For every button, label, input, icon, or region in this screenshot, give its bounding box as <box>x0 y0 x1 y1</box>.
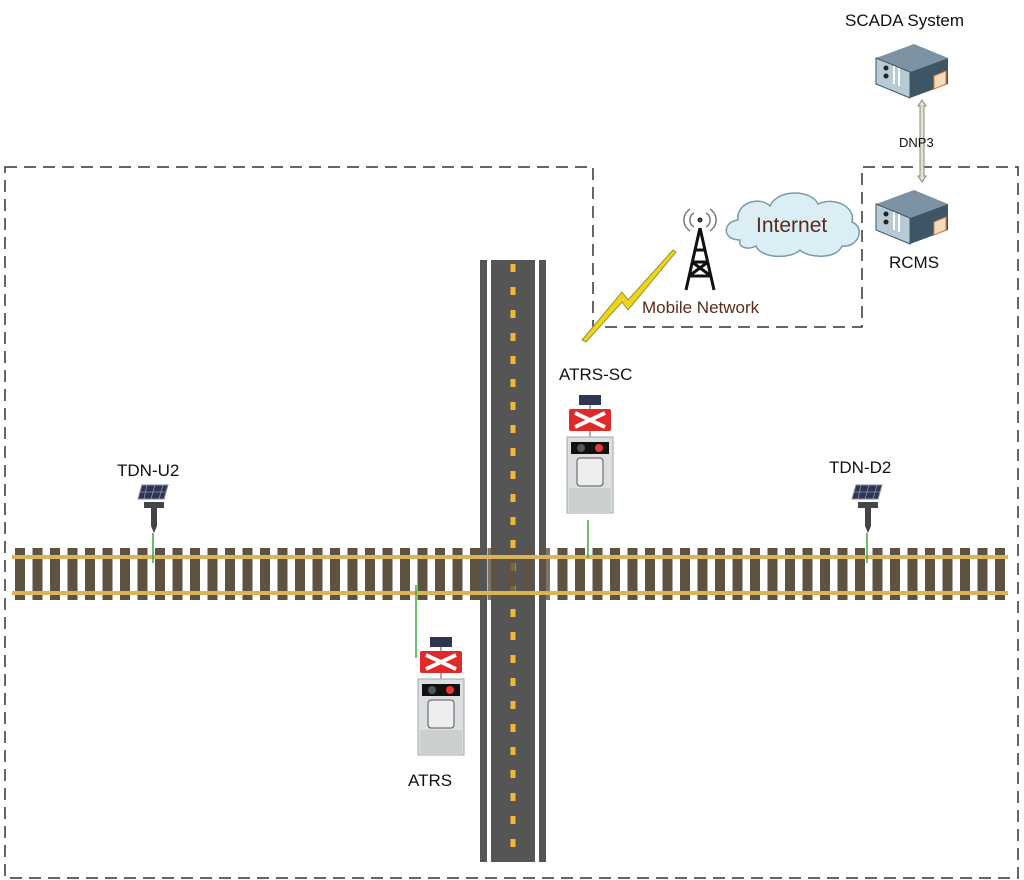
sleeper <box>312 548 323 600</box>
sleeper <box>277 548 288 600</box>
sleeper <box>15 548 25 600</box>
sleeper <box>120 548 130 600</box>
scada-server-icon <box>875 43 949 99</box>
sleeper <box>102 548 113 600</box>
sleeper <box>627 548 638 600</box>
sleeper <box>190 548 200 600</box>
sleeper <box>260 548 270 600</box>
internet-label: Internet <box>756 214 828 237</box>
sleeper <box>67 548 78 600</box>
sleeper <box>925 548 935 600</box>
sleeper <box>505 548 515 600</box>
sleeper <box>242 548 253 600</box>
sleeper <box>785 548 795 600</box>
sleeper <box>85 548 95 600</box>
sleeper <box>207 548 218 600</box>
sleeper <box>557 548 568 600</box>
sleeper <box>732 548 743 600</box>
rcms-label: RCMS <box>889 253 940 272</box>
sleeper <box>907 548 918 600</box>
rail <box>12 591 1008 595</box>
sleeper <box>32 548 43 600</box>
sleeper <box>225 548 235 600</box>
rail <box>12 555 1008 559</box>
cell-tower-icon <box>683 208 717 291</box>
sleeper <box>750 548 760 600</box>
internet-cloud-icon <box>725 192 860 258</box>
sleeper <box>417 548 428 600</box>
sleeper <box>802 548 813 600</box>
sleeper <box>960 548 970 600</box>
tdn-d2-sensor-icon <box>851 484 883 534</box>
sleeper <box>610 548 620 600</box>
tdn-u2-sensor-icon <box>137 484 169 534</box>
sleeper <box>347 548 358 600</box>
sleeper <box>575 548 585 600</box>
sleeper <box>50 548 60 600</box>
scada-label: SCADA System <box>845 11 965 30</box>
sleeper <box>820 548 830 600</box>
sleeper <box>837 548 848 600</box>
rcms-server-icon <box>875 189 949 245</box>
sleeper <box>995 548 1005 600</box>
sleeper <box>855 548 865 600</box>
sleeper <box>767 548 778 600</box>
sleeper <box>697 548 708 600</box>
sleeper <box>137 548 148 600</box>
atrs-device-icon <box>416 635 466 757</box>
sleeper <box>470 548 480 600</box>
sleeper <box>872 548 883 600</box>
mobile-network-label: Mobile Network <box>642 298 760 317</box>
field-boundary <box>4 166 1019 879</box>
sleeper <box>942 548 953 600</box>
sleeper <box>155 548 165 600</box>
sleeper <box>522 548 533 600</box>
tdn-d2-label: TDN-D2 <box>829 458 892 477</box>
link-lines <box>152 520 868 658</box>
sleeper <box>452 548 463 600</box>
sleeper <box>592 548 603 600</box>
sleeper <box>715 548 725 600</box>
atrs-label: ATRS <box>408 771 453 790</box>
sleeper <box>645 548 655 600</box>
sleeper <box>977 548 988 600</box>
sleeper <box>382 548 393 600</box>
dnp3-label: DNP3 <box>899 135 934 150</box>
sleeper <box>295 548 305 600</box>
sleeper <box>662 548 673 600</box>
sleeper <box>365 548 375 600</box>
sleeper <box>172 548 183 600</box>
tdn-u2-label: TDN-U2 <box>117 461 180 480</box>
railway-track <box>12 548 1008 600</box>
sleeper <box>540 548 550 600</box>
sleeper <box>330 548 340 600</box>
dnp3-link-arrow <box>917 99 927 183</box>
wireless-lightning-icon <box>581 249 677 343</box>
sleeper <box>890 548 900 600</box>
sleeper <box>487 548 498 600</box>
atrs-sc-label: ATRS-SC <box>559 365 633 384</box>
sleeper <box>680 548 690 600</box>
atrs-sc-device-icon <box>565 393 615 515</box>
sleeper <box>435 548 445 600</box>
sleeper <box>400 548 410 600</box>
